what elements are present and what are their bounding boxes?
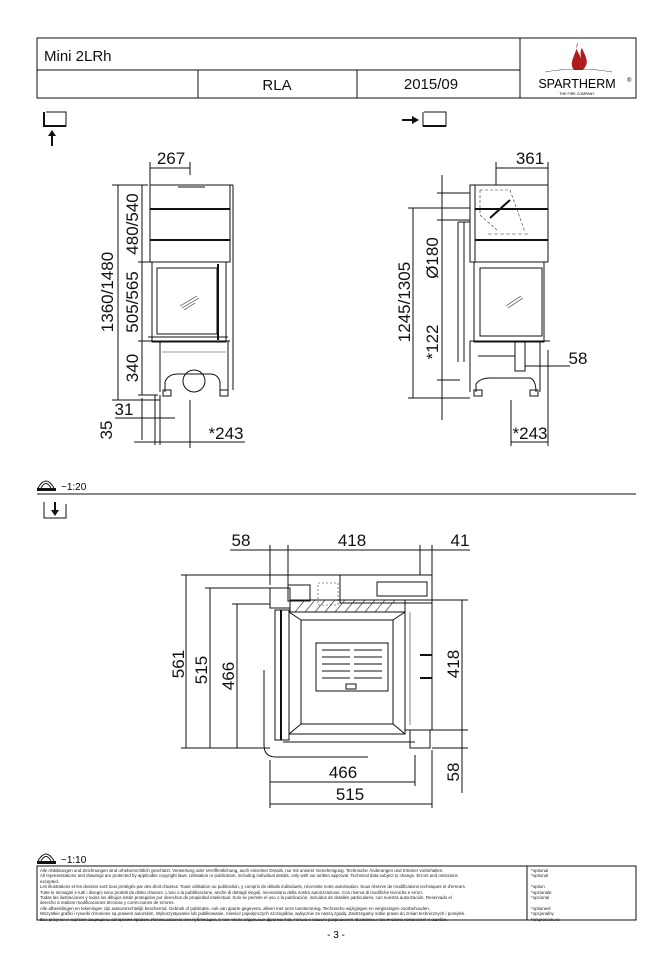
legal-line: Les illustrations et les dessins sont to…	[40, 884, 467, 890]
drawing-date: 2015/09	[404, 76, 458, 93]
spartherm-logo: SPARTHERM ® THE FIRE COMPANY	[538, 42, 632, 96]
dim-plan-top-width: 418	[338, 531, 366, 550]
flame-icon	[571, 42, 587, 70]
dim-plan-depth-515: 515	[192, 656, 211, 684]
optional-label: *option	[531, 884, 545, 890]
legal-line: Todas las ilustraciones y todos los dibu…	[40, 895, 452, 901]
scale-ruler-icon	[37, 853, 56, 864]
legal-line: excepted.	[40, 878, 60, 884]
dim-plan-right: 41	[451, 531, 470, 550]
optional-label: *opzionale	[531, 889, 552, 895]
drawing-code: RLA	[262, 77, 291, 94]
logo-registered: ®	[627, 77, 632, 84]
title-block: Mini 2LRh RLA 2015/09 SPARTHERM ® THE FI…	[36, 37, 637, 99]
front-view-drawing: 267 1360/1480 480/540 505/565 340 35 31 …	[97, 149, 245, 448]
optional-label: *opcional	[531, 895, 550, 901]
logo-tagline: THE FIRE COMPANY	[559, 92, 595, 96]
dim-front-base-height: 340	[123, 354, 142, 382]
dim-side-total-height: 1245/1305	[395, 262, 414, 342]
optional-label: *optional	[531, 873, 549, 879]
plan-view-drawing: 58 418 41 561 515 466 418 58 466 515	[169, 531, 470, 808]
legal-line: Tutte le immagini e tutti i disegni sono…	[40, 889, 423, 895]
dim-front-side-offset: 31	[115, 400, 134, 419]
dim-front-foot-offset: 35	[97, 421, 116, 440]
dim-plan-left: 58	[232, 531, 251, 550]
scale-label-top: ~1:20	[61, 482, 87, 493]
side-view-drawing: 361 1245/1305 Ø180 *122 58 *243	[395, 149, 587, 446]
dim-plan-right-bottom: 58	[444, 763, 463, 782]
dim-front-top-height: 480/540	[123, 193, 142, 254]
legal-line: Alle Abbildungen und Zeichnungen sind ur…	[40, 868, 444, 873]
scale-label-bottom: ~1:10	[61, 855, 87, 866]
legal-line: All representations and drawings are pro…	[40, 873, 458, 879]
dim-front-firebox-height: 505/565	[123, 271, 142, 332]
dim-side-flue-diameter: Ø180	[423, 237, 442, 279]
front-view-icon	[43, 111, 67, 146]
optional-label: *опционально	[531, 916, 560, 922]
scale-ruler-icon	[37, 480, 56, 491]
optional-label: *optioneel	[531, 905, 551, 911]
logo-brand: SPARTHERM	[538, 77, 615, 91]
optional-label: *optional	[531, 868, 549, 873]
dim-plan-bottom-515: 515	[336, 785, 364, 804]
dim-plan-right-depth: 418	[444, 650, 463, 678]
legal-box	[36, 865, 637, 921]
legal-line: derecho a realizar modificaciones técnic…	[40, 900, 175, 906]
page-number: - 3 -	[327, 930, 345, 941]
dim-side-offset: 58	[569, 349, 588, 368]
dim-front-depth: *243	[209, 424, 244, 443]
dim-front-total-height: 1360/1480	[98, 252, 117, 332]
legal-line: Все рисунки и чертежи защищены авторским…	[40, 916, 448, 922]
dim-side-depth: *243	[513, 424, 548, 443]
dim-plan-depth-466: 466	[219, 662, 238, 690]
legal-notice: Alle Abbildungen und Zeichnungen sind ur…	[40, 868, 524, 922]
plan-view-icon	[43, 502, 67, 519]
optional-label: *opcjonalny	[531, 911, 554, 917]
dim-side-width: 361	[516, 149, 544, 168]
dim-front-width: 267	[157, 149, 185, 168]
model-name: Mini 2LRh	[44, 48, 112, 65]
dim-side-air-inlet: *122	[423, 325, 442, 360]
legal-line: Wszystkie grafiki i rysunki chronione są…	[40, 911, 466, 917]
scale-indicator-bottom: ~1:10	[37, 853, 87, 866]
legal-line: Alle afbeeldingen en tekeningen zijn aut…	[40, 905, 430, 911]
scale-indicator-top: ~1:20	[37, 480, 87, 493]
side-view-icon	[402, 111, 447, 127]
dim-plan-bottom-466: 466	[329, 763, 357, 782]
dim-plan-outer-depth: 561	[169, 650, 188, 678]
optional-legend: *optional *optional *option *opzionale *…	[531, 868, 631, 922]
